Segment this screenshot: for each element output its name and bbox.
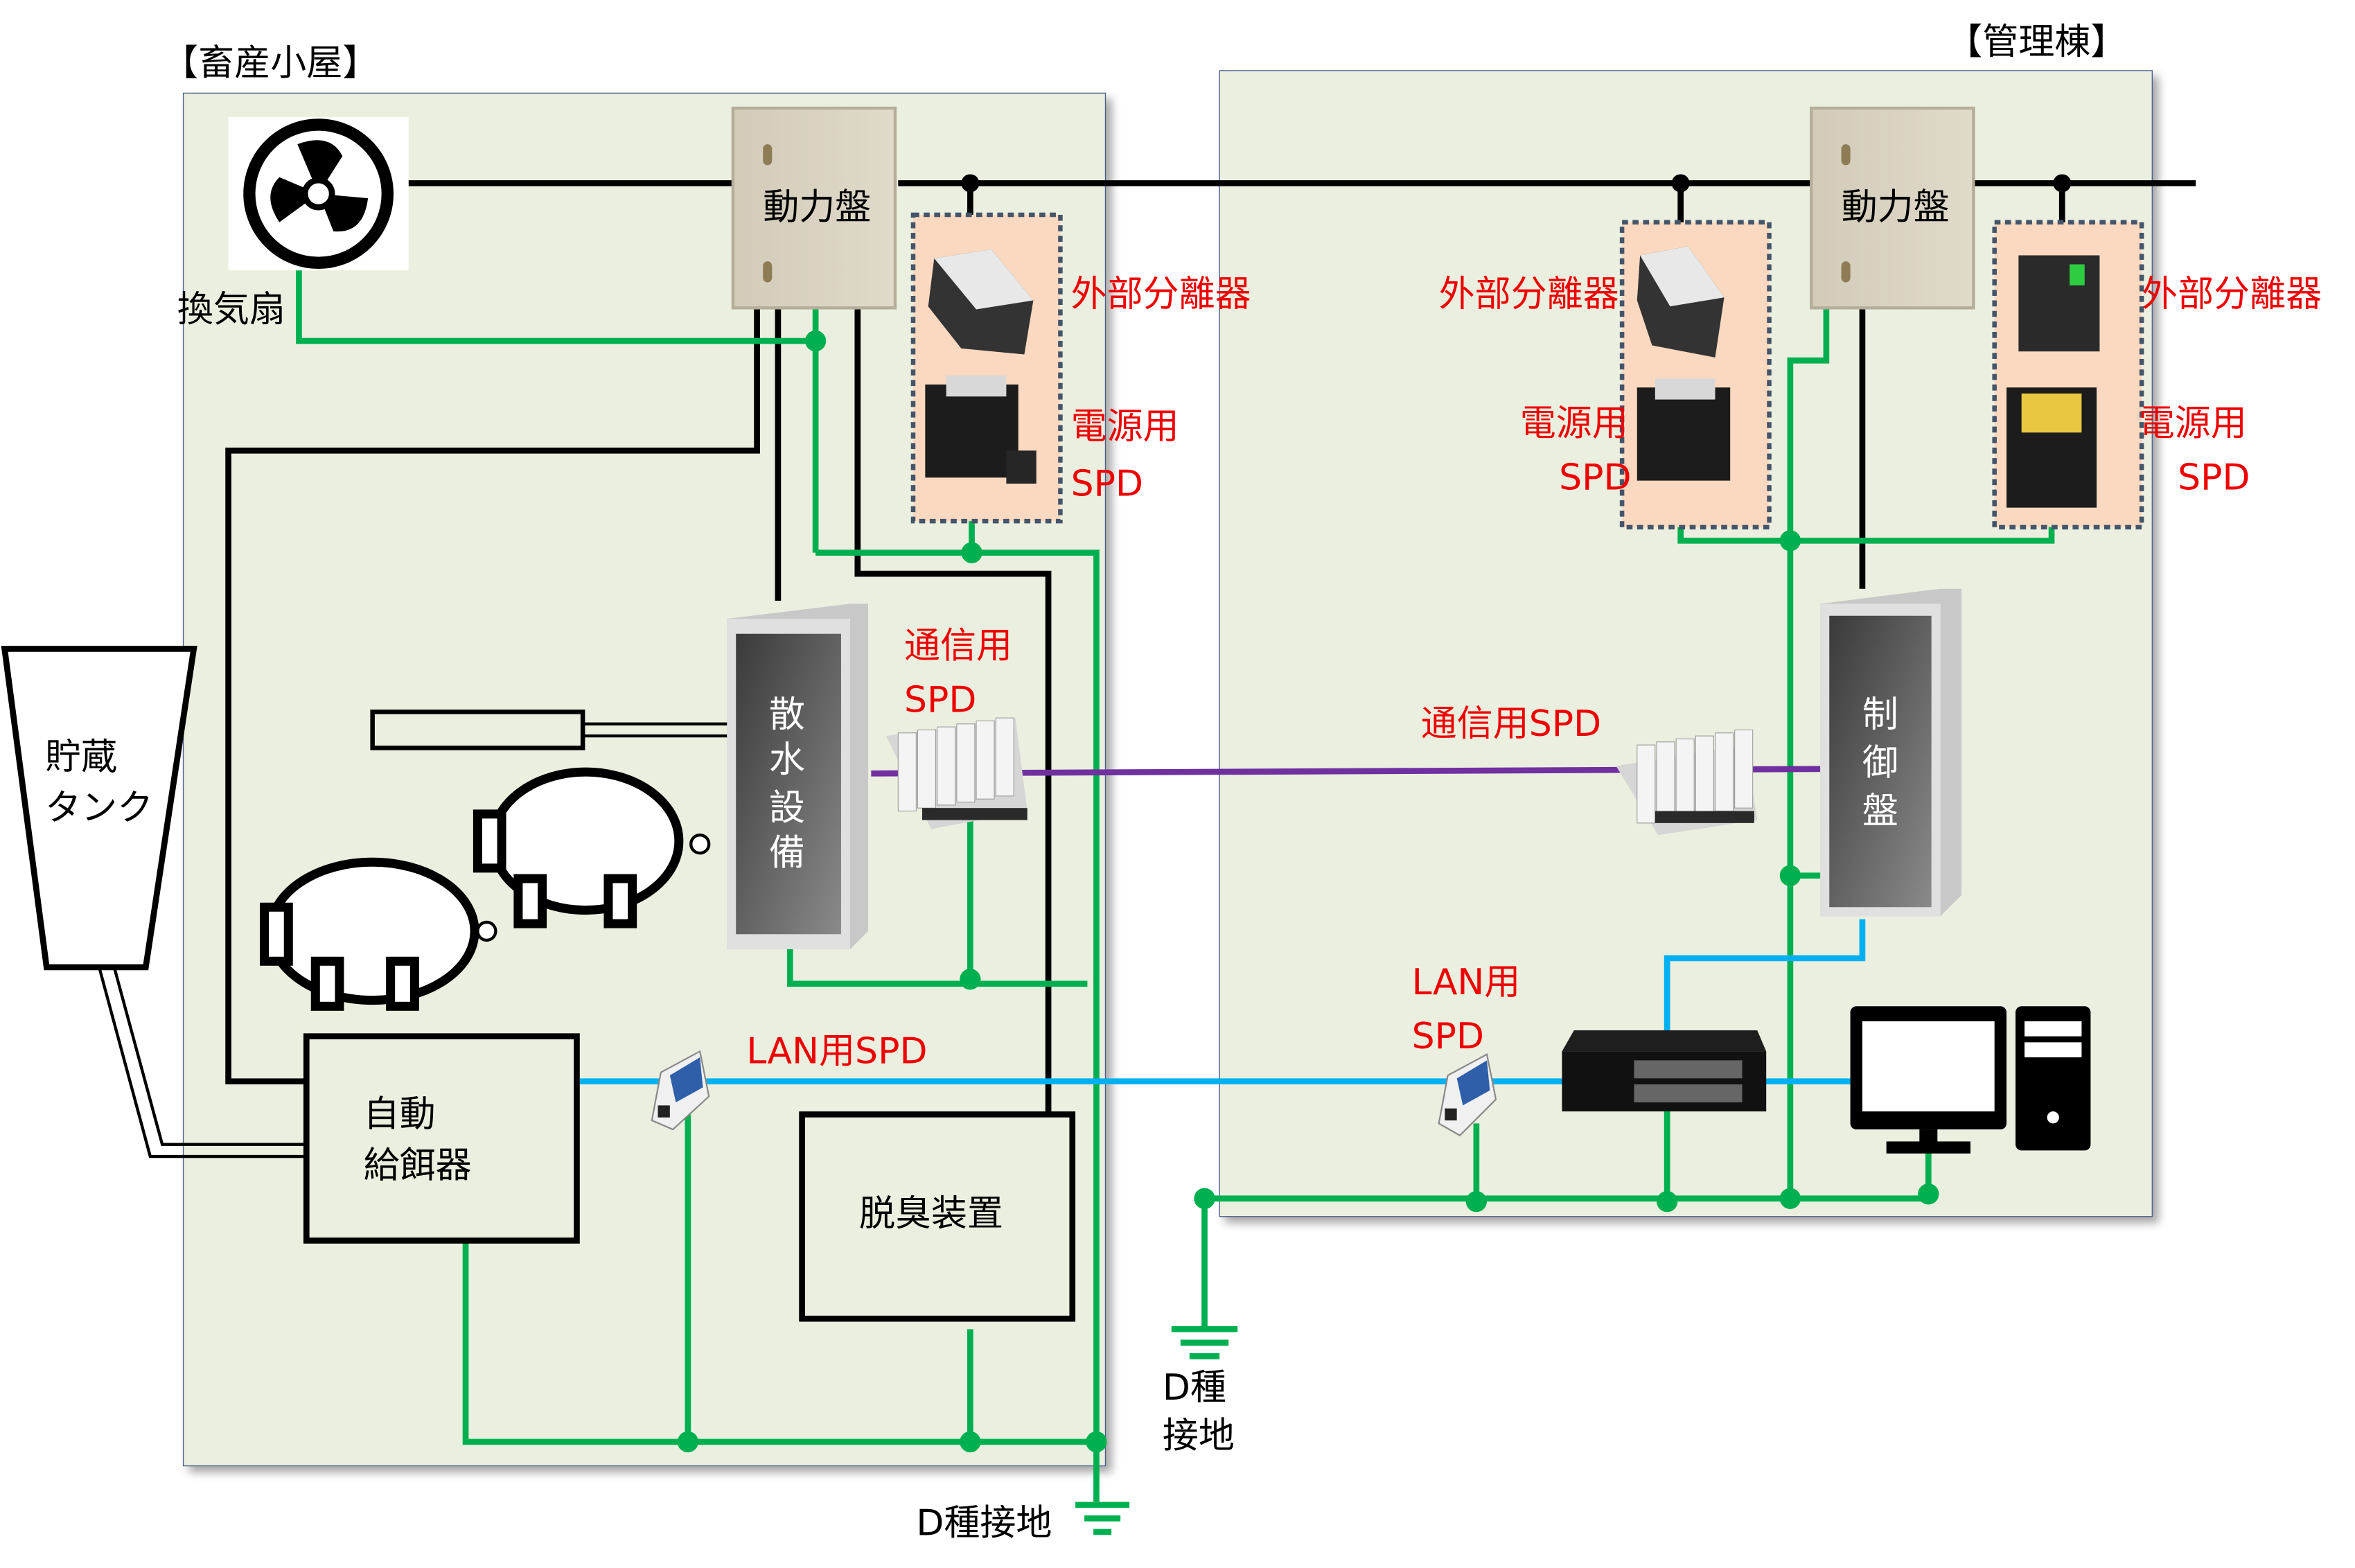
- ground-junctions: [677, 330, 1939, 1453]
- pig-icon: [473, 767, 711, 928]
- pig-icon: [260, 857, 497, 1011]
- barn-power-spd-icon: [925, 375, 1037, 484]
- deodorizer-label: 脱臭装置: [859, 1193, 1003, 1235]
- sprinkler-label-4: 備: [769, 833, 805, 874]
- barn-comm-spd-label-1: 通信用: [904, 625, 1012, 667]
- computer-icon: [1850, 1006, 2091, 1154]
- barn-disconnector-label: 外部分離器: [1071, 274, 1251, 315]
- office-disconnector-label-2: 外部分離器: [2142, 274, 2322, 315]
- office-lan-spd-label-2: SPD: [1412, 1016, 1484, 1057]
- barn-ground-label: D種接地: [916, 1502, 1052, 1544]
- auto-feeder: [303, 1033, 580, 1244]
- feed-pipe: [98, 967, 307, 1159]
- feeder-label-1: 自動: [364, 1094, 436, 1136]
- office-power-spd-icon-2: [2006, 387, 2097, 508]
- sprinkler-label-3: 設: [769, 788, 805, 829]
- office-power-panel-label: 動力盤: [1842, 186, 1950, 228]
- office-power-spd-label-1a: 電源用: [1520, 403, 1628, 445]
- office-lan-spd-label-1: LAN用: [1412, 962, 1521, 1003]
- office-power-spd-icon-1: [1637, 378, 1731, 481]
- office-disconnector-label-1: 外部分離器: [1439, 274, 1619, 315]
- office-disconnector-icon-1: [1637, 246, 1725, 358]
- barn-lan-spd-icon: [651, 1050, 710, 1131]
- office-ground-label-2: 接地: [1163, 1416, 1235, 1457]
- office-ground-label-1: D種: [1163, 1367, 1226, 1409]
- barn-lan-spd-label: LAN用SPD: [746, 1031, 927, 1073]
- feeder-label-2: 給餌器: [364, 1145, 472, 1186]
- barn-power-panel: [731, 106, 897, 310]
- barn-title: 【畜産小屋】: [162, 42, 378, 84]
- barn-power-spd-label-1: 電源用: [1071, 406, 1179, 448]
- office-comm-spd-icon: [1616, 729, 1758, 836]
- office-title: 【管理棟】: [1946, 21, 2126, 63]
- sprinkler-nozzle: [370, 710, 727, 750]
- office-power-spd-label-2b: SPD: [2178, 457, 2250, 499]
- office-power-spd-label-1b: SPD: [1559, 457, 1631, 499]
- control-panel-cabinet: [1820, 588, 1961, 917]
- network-switch-icon: [1562, 1030, 1767, 1112]
- sprinkler-label-1: 散: [769, 694, 805, 736]
- control-panel-label-1: 制: [1862, 694, 1898, 736]
- barn-power-spd-label-2: SPD: [1071, 463, 1143, 504]
- deodorizer: [799, 1111, 1076, 1322]
- barn-comm-spd-icon: [885, 717, 1027, 829]
- barn-power-panel-label: 動力盤: [763, 186, 871, 228]
- power-junctions: [961, 174, 2072, 193]
- barn-disconnector-icon: [928, 249, 1034, 355]
- office-disconnector-icon-2: [2018, 255, 2100, 352]
- storage-tank: [1, 646, 197, 971]
- sprinkler-cabinet: [727, 604, 868, 949]
- control-panel-label-2: 御: [1862, 742, 1898, 784]
- tank-label-1: 貯蔵: [45, 737, 117, 778]
- tank-label-2: タンク: [45, 788, 153, 829]
- sprinkler-label-2: 水: [769, 739, 805, 781]
- office-power-panel: [1810, 106, 1975, 310]
- office-lan-spd-icon: [1438, 1053, 1497, 1137]
- control-panel-label-3: 盤: [1862, 791, 1898, 832]
- fan-icon: [228, 117, 409, 271]
- office-power-spd-label-2a: 電源用: [2139, 403, 2247, 445]
- fan-label: 換気扇: [177, 289, 285, 331]
- office-comm-spd-label: 通信用SPD: [1421, 703, 1601, 745]
- barn-comm-spd-label-2: SPD: [904, 679, 976, 721]
